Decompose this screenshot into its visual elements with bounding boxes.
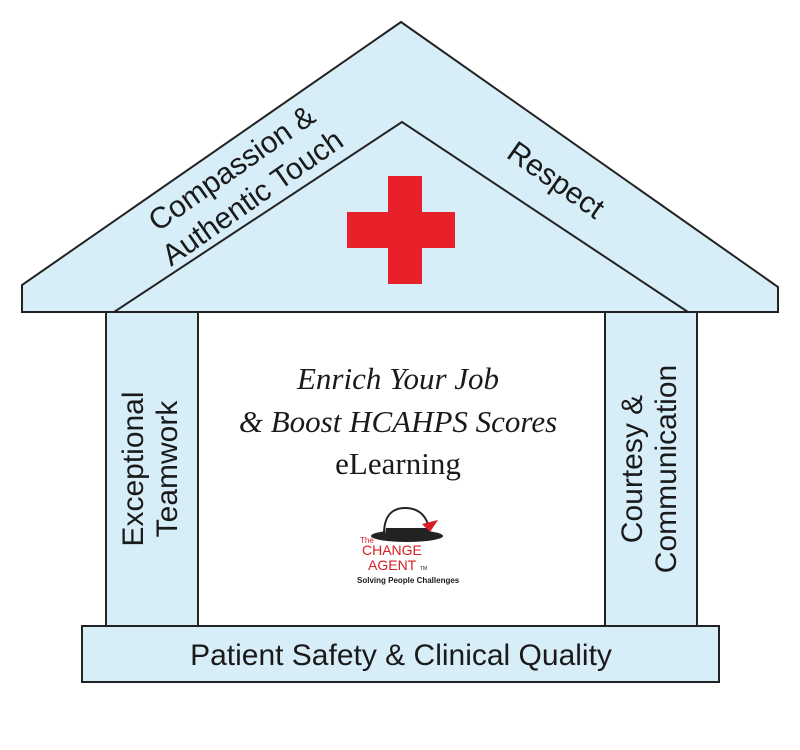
left-pillar-label: Exceptional Teamwork [117, 391, 184, 546]
change-agent-logo: The CHANGE AGENT TM Solving People Chall… [357, 506, 460, 585]
foundation-bar [81, 625, 720, 683]
logo-change: CHANGE [362, 542, 422, 558]
center-title-line2: & Boost HCAHPS Scores [239, 404, 557, 439]
center-title-line3: eLearning [335, 446, 461, 481]
logo-tm: TM [420, 566, 427, 572]
right-pillar-label: Courtesy & Communication [616, 365, 683, 573]
foundation-label: Patient Safety & Clinical Quality [190, 639, 612, 672]
left-pillar-label-line1: Exceptional [117, 391, 150, 546]
right-pillar-label-line1: Courtesy & [616, 395, 649, 543]
red-cross-icon [347, 176, 455, 284]
logo-agent: AGENT [368, 557, 417, 573]
left-pillar-label-line2: Teamwork [151, 400, 184, 538]
logo-tagline: Solving People Challenges [357, 576, 460, 585]
center-title-line1: Enrich Your Job [296, 361, 499, 396]
logo-the: The [360, 536, 374, 545]
right-pillar-label-line2: Communication [650, 365, 683, 573]
fedora-hat-icon [371, 506, 443, 542]
